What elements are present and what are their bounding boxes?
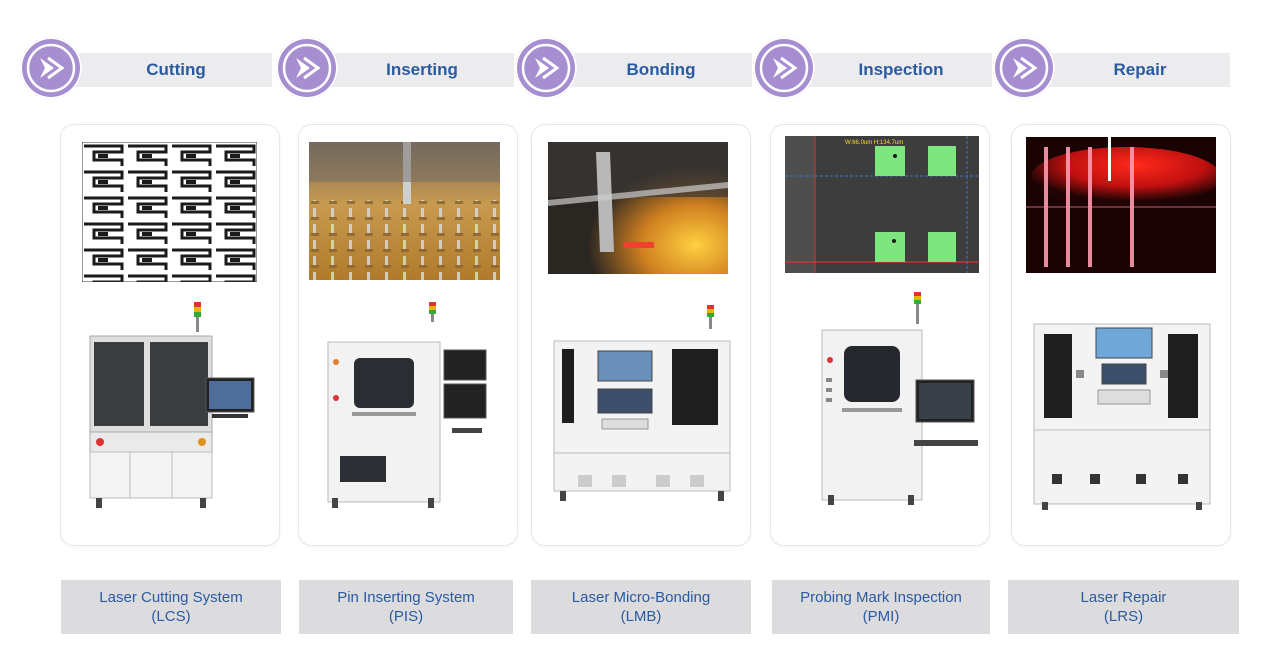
system-name: Pin Inserting System [337,589,475,606]
lrs-machine-image [1032,318,1212,514]
probe-mark-inspection-image: W:66.0um H:134.7um [785,136,979,273]
pmi-machine-image [818,290,984,512]
system-code: (LCS) [151,608,191,625]
caption-pis: Pin Inserting System (PIS) [299,580,513,634]
system-name: Laser Repair [1080,589,1167,606]
step-inspection: Inspection [780,53,992,87]
micro-bonding-image [548,142,728,274]
system-name: Probing Mark Inspection [800,589,962,606]
overlay-measurement: W:66.0um H:134.7um [845,140,903,146]
system-code: (PMI) [862,608,900,625]
step-label: Inserting [386,60,458,79]
step-label: Bonding [626,60,696,79]
system-name: Laser Cutting System [99,589,243,606]
chevron-right-icon [515,37,577,99]
caption-pmi: Probing Mark Inspection (PMI) [772,580,990,634]
caption-lmb: Laser Micro-Bonding (LMB) [531,580,751,634]
pis-machine-image [324,300,492,514]
step-repair: Repair [1020,53,1230,87]
caption-lrs: Laser Repair (LRS) [1008,580,1239,634]
chevron-right-icon [753,37,815,99]
pin-insert-image [309,142,500,280]
laser-cut-pattern-image [82,142,257,282]
lcs-machine-image [86,298,258,514]
step-cutting: Cutting [50,53,272,87]
system-code: (PIS) [388,608,424,625]
caption-lcs: Laser Cutting System (LCS) [61,580,281,634]
system-name: Laser Micro-Bonding [571,589,711,606]
step-label: Repair [1113,60,1167,79]
system-code: (LRS) [1103,608,1144,625]
step-label: Cutting [146,60,206,79]
laser-repair-image [1026,137,1216,273]
lmb-machine-image [552,303,732,511]
chevron-right-icon [20,37,82,99]
chevron-right-icon [276,37,338,99]
chevron-right-icon [993,37,1055,99]
system-code: (LMB) [620,608,662,625]
step-label: Inspection [858,60,944,79]
